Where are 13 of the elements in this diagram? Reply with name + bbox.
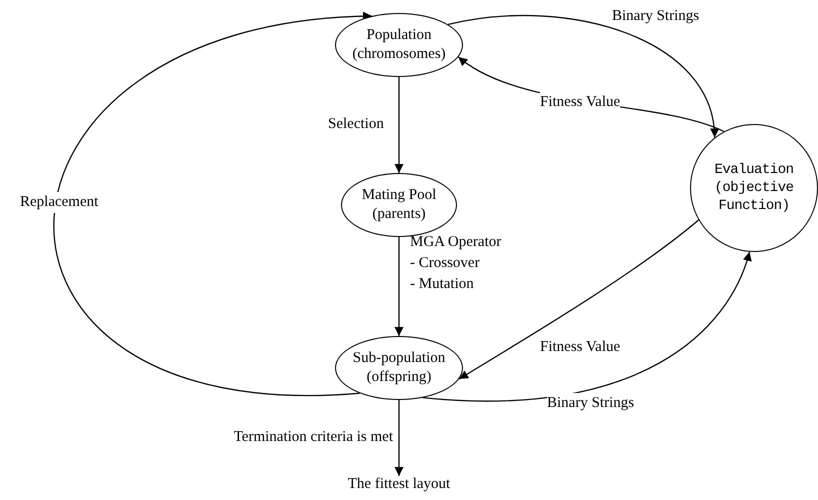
arrow — [394, 237, 404, 336]
process-circle: Evaluation (objective Function) — [690, 124, 818, 252]
process-ellipse: Sub-population (offspring) — [335, 336, 463, 400]
result-text: The fittest layout — [329, 476, 469, 493]
edge-label: Replacement — [20, 192, 98, 213]
arrow — [394, 77, 404, 173]
arrow — [394, 400, 404, 476]
process-ellipse: Mating Pool (parents) — [341, 173, 457, 237]
arrow — [448, 15, 718, 138]
process-ellipse: Population (chromosomes) — [335, 13, 463, 77]
arrow — [458, 220, 699, 380]
arrow — [54, 12, 372, 394]
arrow — [422, 252, 752, 402]
